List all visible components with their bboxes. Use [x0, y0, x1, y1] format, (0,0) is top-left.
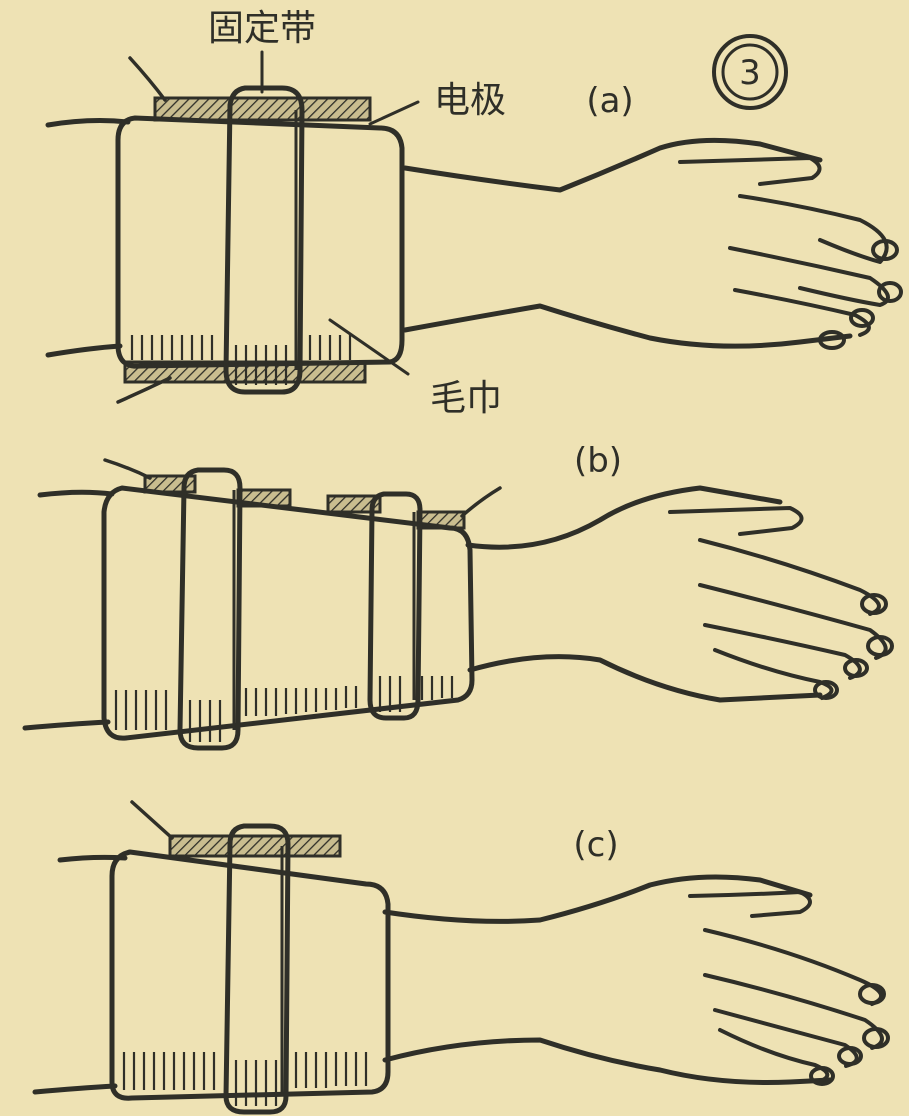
panel-b: (b)	[25, 441, 892, 748]
electrode-label: 电极	[434, 80, 506, 121]
panel-c: (c)	[35, 802, 888, 1112]
panel-c-caption: (c)	[573, 825, 618, 865]
panel-a-hand	[680, 158, 901, 348]
panel-a-towel	[118, 118, 402, 366]
strap-label: 固定带	[208, 8, 316, 49]
panel-a-arm	[48, 121, 850, 355]
panel-c-wire	[132, 802, 172, 838]
panel-a-caption: (a)	[586, 81, 633, 121]
panel-b-strap-left	[180, 470, 240, 748]
panel-a-strap	[226, 88, 302, 392]
panel-b-hand	[670, 508, 892, 698]
figure-number: 3	[739, 53, 761, 93]
figure-number-badge: 3	[714, 36, 786, 108]
panel-c-hand	[690, 892, 888, 1084]
towel-label: 毛巾	[430, 378, 502, 419]
panel-a: (a)	[48, 8, 901, 419]
panel-c-electrode-plate	[170, 836, 340, 856]
panel-b-strap-right	[370, 494, 420, 718]
panel-c-towel	[112, 852, 388, 1098]
panel-b-caption: (b)	[574, 441, 622, 481]
